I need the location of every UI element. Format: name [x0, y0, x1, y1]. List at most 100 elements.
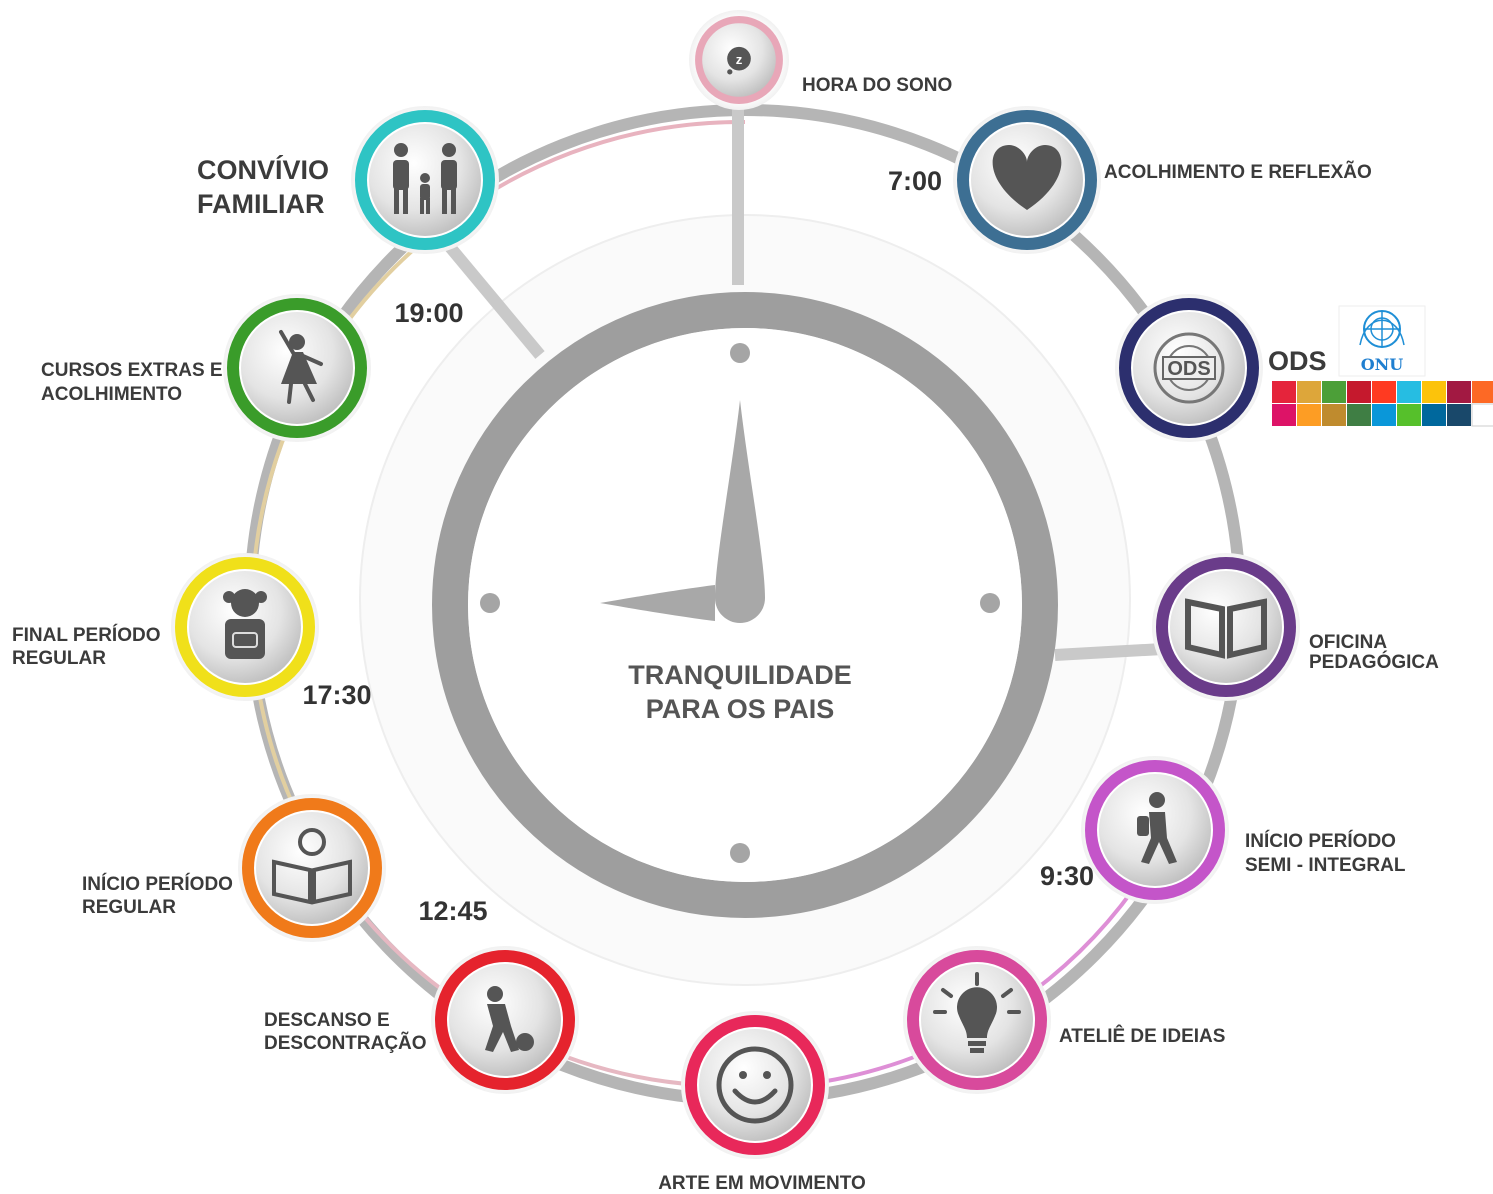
sdg-goal-tile	[1322, 381, 1346, 403]
sdg-goal-tile	[1272, 404, 1296, 426]
accent-arc-evening	[250, 242, 422, 821]
onu-badge: ONU	[1338, 305, 1426, 377]
sdg-goal-tile	[1347, 381, 1371, 403]
time-label-1730: 17:30	[302, 680, 371, 710]
label-final-1: FINAL PERÍODO	[12, 624, 161, 646]
backpack-girl-icon	[223, 589, 267, 659]
station-ring	[695, 16, 783, 104]
clock-minute-hand	[715, 400, 765, 623]
label-cursos-1: CURSOS EXTRAS E	[41, 360, 223, 381]
walking-student-icon	[1137, 792, 1177, 864]
label-convivio-2: FAMILIAR	[197, 189, 325, 219]
station-arte[interactable]	[681, 1011, 829, 1159]
station-final[interactable]	[171, 553, 319, 701]
station-ring	[242, 798, 382, 938]
clock-mark-3	[980, 593, 1000, 613]
sleep-zzz-icon: z	[727, 46, 751, 75]
label-descanso-1: DESCANSO E	[264, 1010, 390, 1031]
station-semi[interactable]	[1081, 756, 1229, 904]
sdg-goal-tile	[1422, 381, 1446, 403]
lightbulb-icon	[933, 972, 1021, 1053]
clock-hour-hand	[600, 585, 715, 621]
station-oficina[interactable]	[1152, 553, 1300, 701]
child-ball-icon	[485, 986, 534, 1052]
center-title-line1: TRANQUILIDADE	[628, 660, 852, 690]
label-ods: ODS	[1268, 346, 1327, 376]
reading-child-icon	[272, 828, 352, 905]
station-acolhimento[interactable]	[953, 106, 1101, 254]
time-label-0700: 7:00	[888, 166, 942, 196]
sdg-goal-tile	[1447, 381, 1471, 403]
label-oficina-1: OFICINA	[1309, 632, 1387, 653]
station-ring	[227, 298, 367, 438]
un-emblem-icon	[1359, 310, 1405, 348]
spoke-top-left	[435, 231, 545, 359]
label-descanso-2: DESCONTRAÇÃO	[264, 1032, 427, 1054]
label-semi-2: SEMI - INTEGRAL	[1245, 855, 1406, 876]
sdg-goals-grid	[1272, 381, 1493, 427]
svg-text:ODS: ODS	[1167, 358, 1210, 380]
onu-label: ONU	[1361, 355, 1404, 374]
label-sono: HORA DO SONO	[802, 75, 952, 96]
station-button-face	[1170, 571, 1282, 683]
label-atelie: ATELIÊ DE IDEIAS	[1059, 1025, 1225, 1047]
station-ring	[435, 950, 575, 1090]
sdg-goal-tile	[1397, 381, 1421, 403]
sdg-goal-tile	[1322, 404, 1346, 426]
label-acolhimento: ACOLHIMENTO E REFLEXÃO	[1104, 161, 1372, 183]
dancing-girl-icon	[279, 330, 323, 404]
station-ring	[355, 110, 495, 250]
ods-emblem-icon: ODS	[1153, 332, 1225, 404]
station-button-face	[699, 1029, 811, 1141]
center-title-line2: PARA OS PAIS	[646, 694, 835, 724]
sdg-goal-tile	[1447, 404, 1471, 426]
station-ring	[907, 950, 1047, 1090]
label-convivio-1: CONVÍVIO	[197, 154, 329, 185]
label-cursos-2: ACOLHIMENTO	[41, 384, 182, 405]
station-descanso[interactable]	[431, 946, 579, 1094]
heart-icon	[992, 145, 1062, 210]
station-ring	[685, 1015, 825, 1155]
sdg-goal-tile	[1297, 381, 1321, 403]
clock-rim	[432, 292, 1058, 918]
station-sono[interactable]: z	[689, 10, 789, 110]
sdg-goal-tile	[1372, 381, 1396, 403]
family-icon	[393, 143, 457, 214]
station-ring	[957, 110, 1097, 250]
sdg-goal-tile	[1297, 404, 1321, 426]
sdg-goal-tile	[1472, 381, 1493, 403]
station-ods[interactable]: ODS	[1115, 294, 1263, 442]
sdg-goal-tile	[1471, 403, 1493, 427]
station-convivio[interactable]	[351, 106, 499, 254]
time-label-0930: 9:30	[1040, 861, 1094, 891]
station-atelie[interactable]	[903, 946, 1051, 1094]
clock-mark-9	[480, 593, 500, 613]
label-arte: ARTE EM MOVIMENTO	[658, 1173, 866, 1194]
label-regular-2: REGULAR	[82, 897, 176, 918]
label-semi-1: INÍCIO PERÍODO	[1245, 830, 1396, 852]
open-book-icon	[1185, 598, 1267, 659]
time-label-1900: 19:00	[394, 298, 463, 328]
sdg-goal-tile	[1372, 404, 1396, 426]
sdg-goal-tile	[1347, 404, 1371, 426]
sdg-goal-tile	[1397, 404, 1421, 426]
station-ring	[1156, 557, 1296, 697]
label-regular-1: INÍCIO PERÍODO	[82, 873, 233, 895]
sdg-goal-tile	[1272, 381, 1296, 403]
clock-mark-6	[730, 843, 750, 863]
station-regular[interactable]	[238, 794, 386, 942]
label-final-2: REGULAR	[12, 648, 106, 669]
station-ring	[175, 557, 315, 697]
smiley-icon	[716, 1046, 794, 1124]
label-oficina-2: PEDAGÓGICA	[1309, 651, 1439, 673]
svg-text:z: z	[736, 52, 743, 67]
time-label-1245: 12:45	[418, 896, 487, 926]
sdg-goal-tile	[1422, 404, 1446, 426]
station-cursos[interactable]	[223, 294, 371, 442]
station-ring	[1085, 760, 1225, 900]
clock-mark-12	[730, 343, 750, 363]
station-ring	[1119, 298, 1259, 438]
